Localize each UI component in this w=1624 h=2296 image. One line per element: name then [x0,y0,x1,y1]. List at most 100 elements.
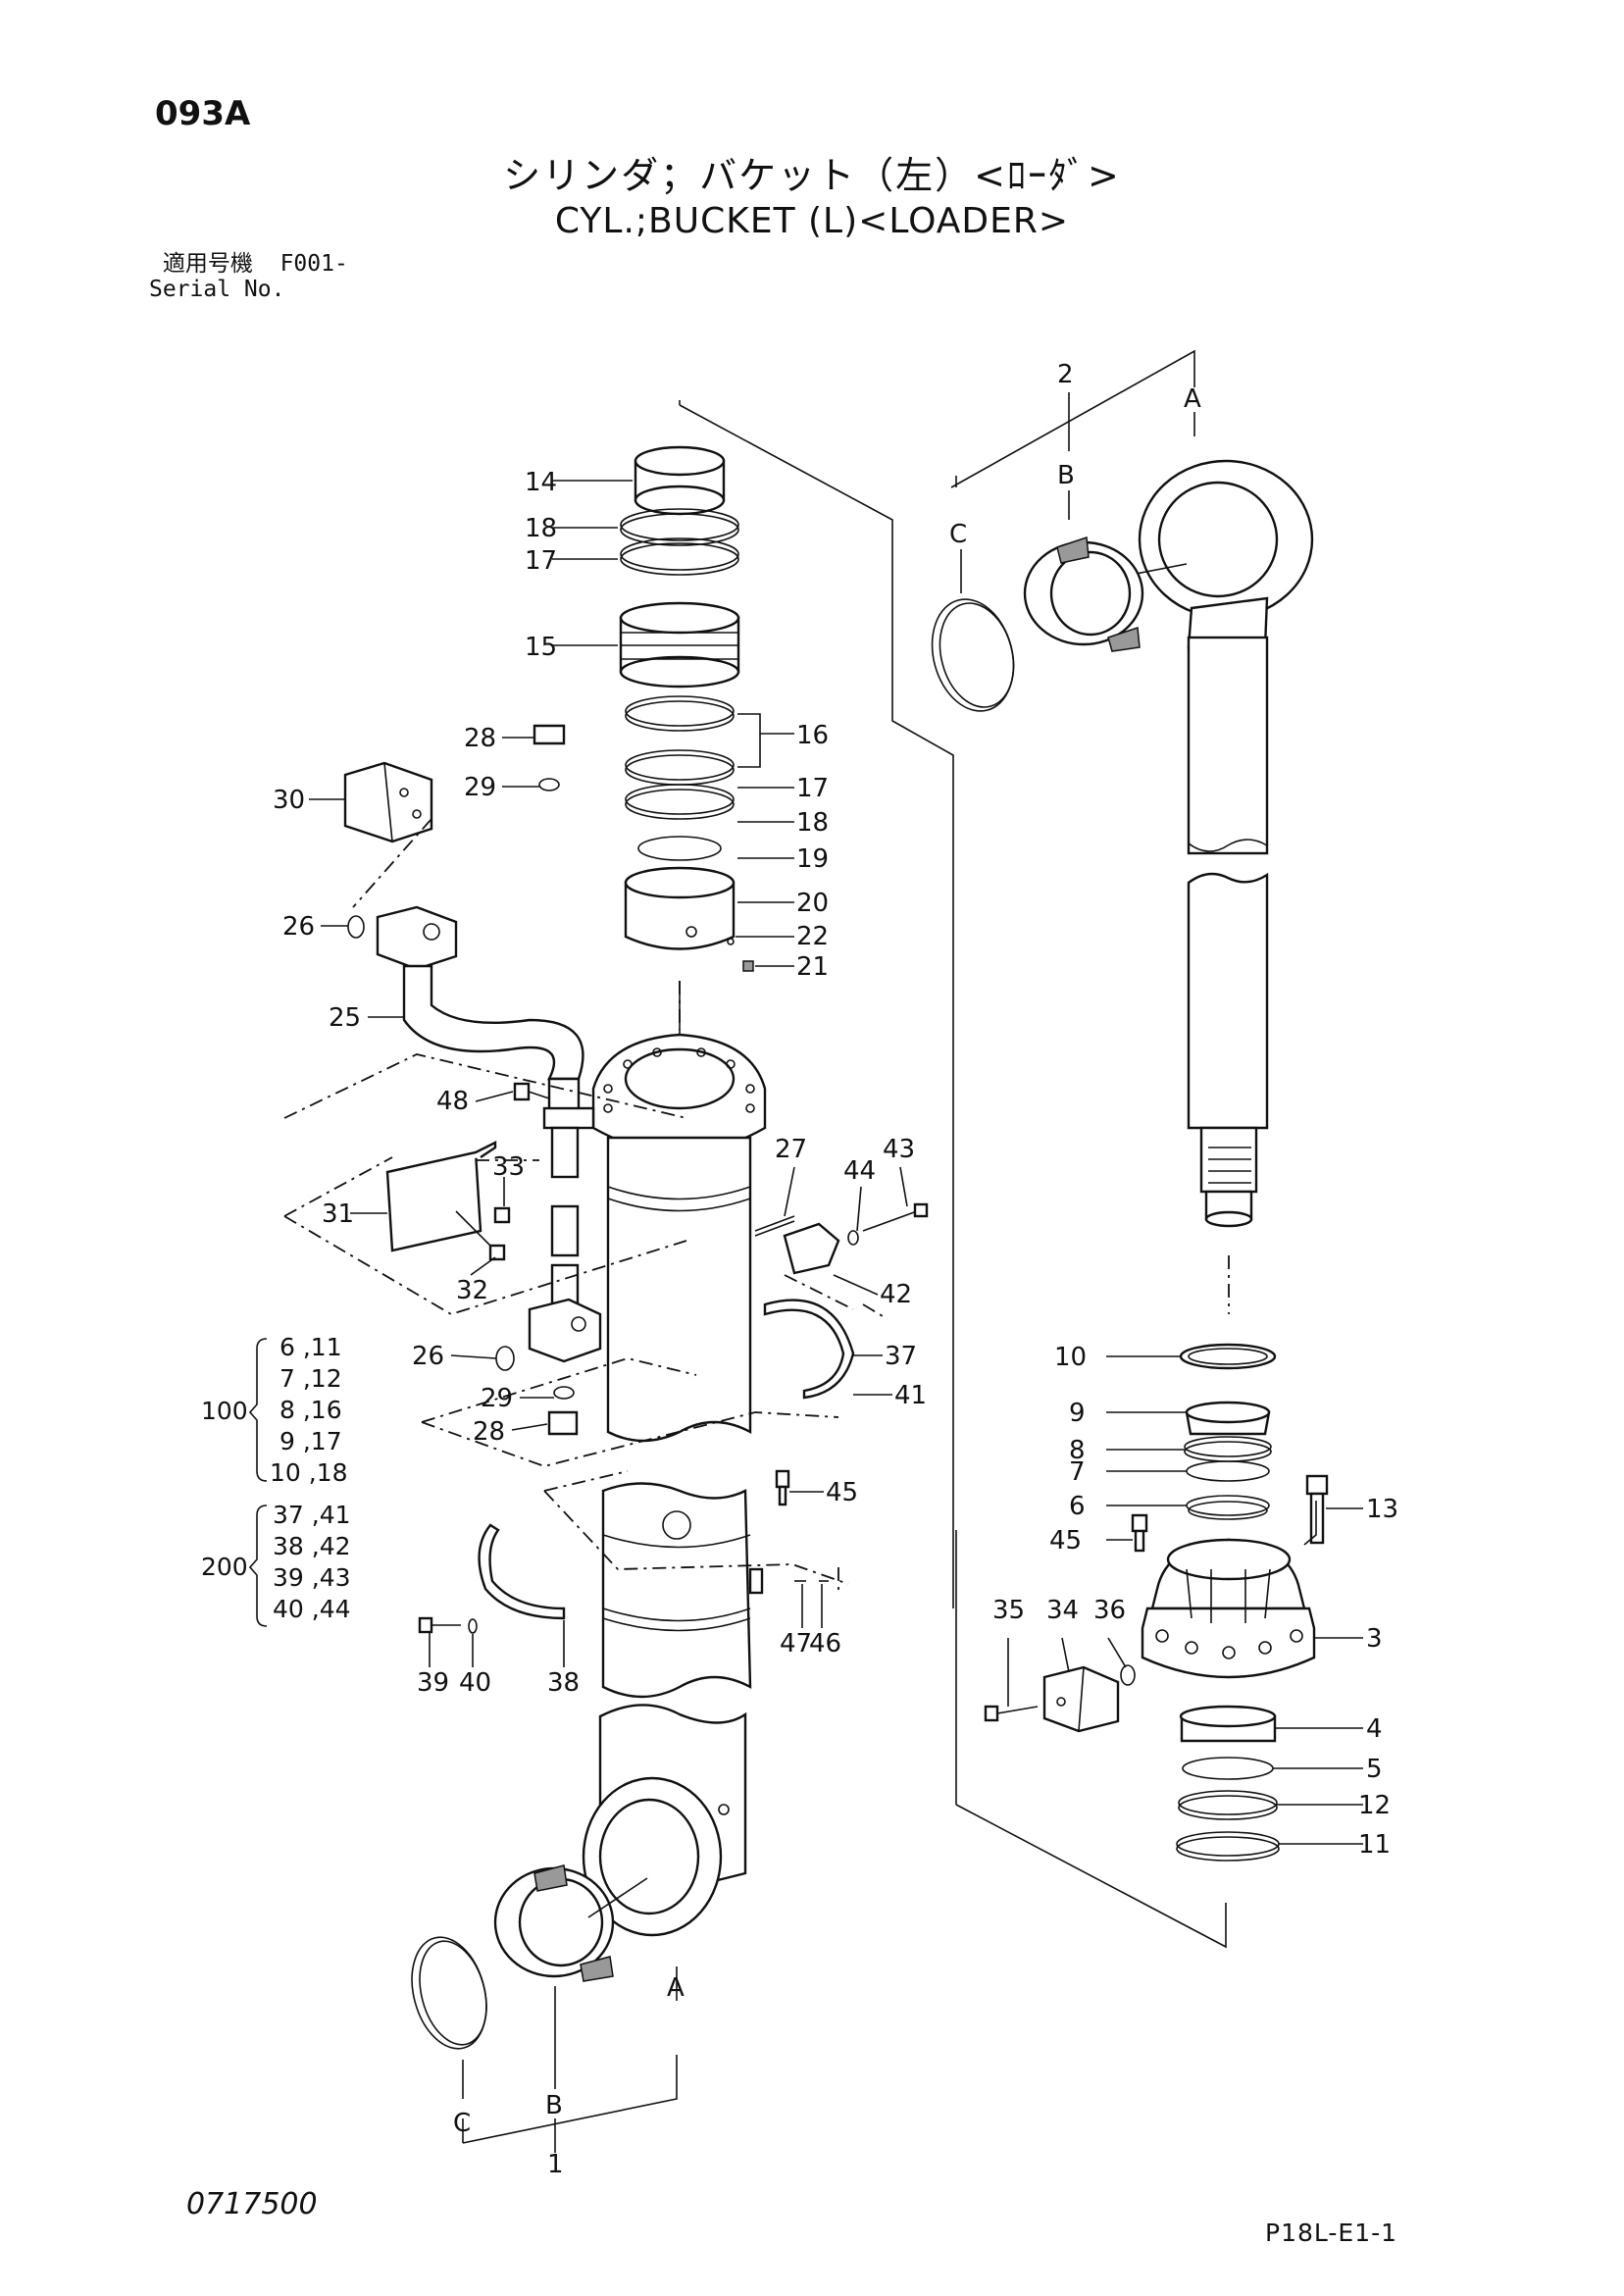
callout-28-bottom: 28 [473,1417,505,1447]
callout-b-top: B [1057,461,1075,490]
callout-11: 11 [1358,1830,1391,1860]
callout-a-top: A [1184,384,1201,414]
callout-48: 48 [436,1087,469,1116]
callout-7: 7 [1069,1457,1086,1487]
rod-head [1141,1538,1316,1679]
callout-1: 1 [547,2150,564,2179]
pipe-lower-1 [550,1126,580,1179]
callout-16: 16 [796,721,829,750]
pipe-lower-2 [550,1204,580,1257]
bolt-27 [754,1215,795,1237]
callout-47: 47 [780,1629,812,1658]
kit-200: 200 37 ,41 38 ,42 39 ,43 40 ,44 [201,1501,351,1623]
o-ring-29-top [538,778,560,791]
callout-31: 31 [322,1199,354,1229]
pipe-flange-top [376,905,458,971]
band-38 [478,1523,566,1620]
o-ring-26-top [347,915,365,939]
callout-38: 38 [547,1668,580,1698]
page-code: 093A [155,94,251,133]
callout-35: 35 [992,1596,1025,1625]
kit-100-id: 100 [201,1397,248,1425]
kit-100-row: 10 ,18 [270,1458,348,1487]
kit-100-row: 7 ,12 [279,1364,342,1393]
callout-29-top: 29 [464,773,496,802]
callout-43: 43 [883,1135,915,1164]
kit-200-row: 37 ,41 [273,1501,351,1529]
callout-42: 42 [880,1280,912,1309]
callout-20: 20 [796,889,829,918]
callout-25: 25 [329,1003,361,1033]
bracket-31 [385,1141,497,1252]
callout-28-top: 28 [464,724,496,753]
snap-ring-c-bottom [411,1936,487,2050]
snap-ring-c-top [931,598,1015,712]
callout-c-bottom: C [453,2109,471,2138]
callout-26-top: 26 [282,912,315,942]
callout-45-right: 45 [1049,1526,1082,1556]
kit-200-row: 39 ,43 [273,1563,351,1592]
callout-labels: 14 18 17 15 16 17 18 19 20 22 21 28 29 3… [273,360,1398,2179]
title-japanese: シリンダ；バケット（左）<ﾛｰﾀﾞ> [503,154,1121,197]
pipe-lower-3 [550,1263,580,1306]
bolt-32 [455,1210,506,1261]
kit-200-row: 40 ,44 [273,1595,351,1623]
bushing-b-bottom [493,1864,648,1982]
kit-200-row: 38 ,42 [273,1532,351,1560]
kit-100-row: 9 ,17 [279,1427,342,1455]
rod-seals-stack [1179,1343,1277,1520]
callout-39: 39 [417,1668,449,1698]
kit-100-row: 8 ,16 [279,1396,342,1424]
callout-leaders [309,480,1363,1845]
kit-100: 100 6 ,11 7 ,12 8 ,16 9 ,17 10 ,18 [201,1333,348,1487]
rod-lower-rings [1176,1705,1280,1862]
callout-17-top: 17 [525,546,557,576]
callout-b-bottom: B [545,2091,563,2120]
o-ring-26-bottom [495,1346,515,1371]
pipe-flange-bottom [528,1298,602,1363]
clamp-42 [783,1222,840,1275]
callout-5: 5 [1366,1755,1383,1784]
tube-head [542,1033,767,1184]
callout-21: 21 [796,952,829,982]
cylinder-tube [606,1136,752,1443]
callout-45-left: 45 [826,1478,858,1507]
callout-33: 33 [492,1152,525,1182]
callout-32: 32 [456,1276,488,1305]
callout-44: 44 [843,1156,876,1186]
title-english: CYL.;BUCKET (L)<LOADER> [554,201,1070,241]
callout-19: 19 [796,844,829,874]
callout-22: 22 [796,922,829,951]
rod-eye [1109,459,1314,855]
callout-2: 2 [1057,360,1074,389]
piston-body [601,1482,764,1699]
callout-13: 13 [1366,1495,1398,1524]
callout-a-bottom: A [667,1973,685,2003]
bolt-13 [1305,1474,1329,1545]
bolt-48 [513,1082,550,1101]
tube-clevis [582,1704,747,1937]
callout-17-mid: 17 [796,774,829,803]
o-ring-36 [1120,1664,1136,1686]
band-37 [763,1299,855,1400]
callout-29-bottom: 29 [481,1384,513,1413]
assembly-guide-lines [283,1053,888,1594]
piston-parts [619,445,754,1030]
block-30 [343,761,433,843]
callout-30: 30 [273,786,305,815]
pipe-25 [402,964,584,1125]
callout-36: 36 [1093,1596,1126,1625]
callout-27: 27 [775,1135,807,1164]
callout-14: 14 [525,468,557,497]
callout-3: 3 [1366,1624,1383,1654]
bushing-b-top [1023,536,1144,652]
serial-label-en: Serial No. [149,277,285,302]
bolt-43 [862,1202,929,1232]
callout-10: 10 [1054,1343,1087,1372]
grease-fitting-right [1131,1513,1148,1553]
callout-26-bottom: 26 [412,1342,444,1371]
bolt-35 [984,1705,1039,1722]
kit-100-row: 6 ,11 [279,1333,342,1361]
washer-44 [847,1230,859,1246]
